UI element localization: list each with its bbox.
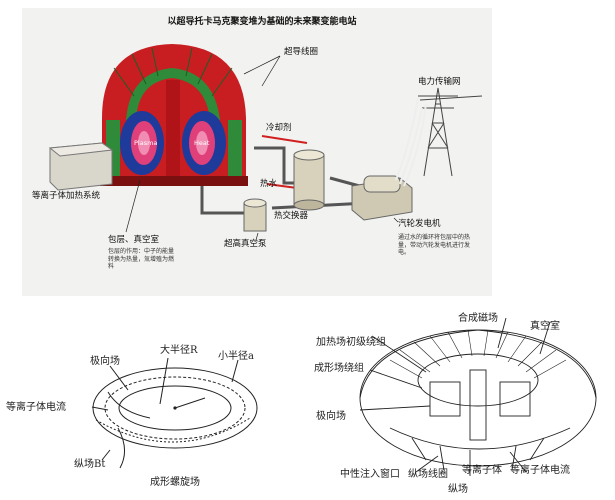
coolant-pipe-red — [261, 135, 308, 144]
sk-toroidal-field-2: 纵场 — [448, 484, 468, 495]
plant-title: 以超导托卡马克聚变堆为基础的未来聚变能电站 — [167, 17, 357, 27]
tokamak-lower-ring — [389, 427, 571, 450]
label-blanket-note: 包层的作用：中子的能量转换为热量，氚增殖为燃料 — [108, 248, 175, 270]
torus-center — [173, 406, 177, 410]
central-column — [469, 369, 487, 441]
poloidal-arc — [107, 391, 151, 419]
sk-shaping-winding: 成形场绕组 — [314, 363, 364, 374]
sk-plasma-current-2: 等离子体电流 — [510, 465, 570, 476]
tokamak-top-ring — [417, 353, 539, 407]
hot-water-pipe-red — [266, 183, 298, 189]
label-turbine-note: 通过水的循环将包层中的热量，带动汽轮发电机进行发电。 — [398, 234, 471, 256]
label-superconducting-coil: 超导线圈 — [284, 47, 319, 57]
coil-block-right — [499, 381, 531, 417]
coil-rib-lines — [113, 47, 233, 97]
sk-minor-radius: 小半径a — [218, 351, 254, 362]
helical-path — [95, 417, 251, 443]
sk-combined-field: 合成磁场 — [458, 313, 498, 324]
sk-toroidal-field: 纵场Bt — [74, 459, 106, 470]
sk-heating-winding: 加热场初级绕组 — [316, 337, 386, 348]
tokamak-outline — [359, 329, 597, 467]
plant-drawing — [48, 44, 483, 241]
toroidal-coils-lines — [389, 329, 567, 379]
tokamak-dome — [359, 329, 597, 399]
label-blanket-vacuum: 包层、真空室 — [108, 235, 160, 245]
sk-plasma: 等离子体 — [462, 465, 502, 476]
support-legs — [411, 437, 545, 471]
label-plasma: Plasma — [134, 139, 158, 147]
torus-outer — [92, 367, 258, 449]
sk-poloidal-field-2: 极向场 — [316, 411, 346, 422]
torus-mid-dashed — [104, 376, 246, 440]
power-cables — [395, 97, 427, 187]
sk-plasma-current: 等离子体电流 — [6, 402, 66, 413]
reactor-base — [100, 176, 248, 186]
label-ultra-vacuum-pump: 超高真空泵 — [224, 239, 267, 249]
radius-line — [174, 397, 206, 409]
sk-vacuum-chamber: 真空室 — [530, 321, 560, 332]
fusion-plant-illustration: 以超导托卡马克聚变堆为基础的未来聚变能电站 — [22, 8, 492, 296]
torus-inner — [118, 385, 232, 431]
label-heat-exchanger: 热交换器 — [274, 211, 309, 221]
power-pylon — [418, 87, 483, 177]
sk-poloidal-field: 极向场 — [90, 356, 120, 367]
label-coolant: 冷却剂 — [266, 123, 292, 133]
label-power-grid: 电力传输网 — [418, 77, 461, 87]
sk-major-radius: 大半径R — [160, 345, 198, 356]
label-hot-water: 热水 — [260, 179, 278, 189]
label-plasma-heating: 等离子体加热系统 — [32, 191, 101, 201]
sk-neutral-injection: 中性注入窗口 — [340, 469, 400, 480]
label-heat: Heat — [194, 139, 210, 147]
torus-sketch — [91, 357, 258, 469]
superconducting-coil-ribs — [106, 68, 242, 178]
label-turbine: 汽轮发电机 — [398, 219, 441, 229]
coil-block-left — [429, 381, 461, 417]
tokamak-sketch — [359, 317, 597, 476]
heat-exchanger — [293, 154, 325, 206]
helical-leader — [117, 427, 125, 469]
sk-toroidal-coil: 纵场线圈 — [408, 469, 448, 480]
leader-lines — [125, 55, 399, 241]
central-solenoid — [166, 80, 180, 180]
sk-helical-field: 成形螺旋场 — [150, 477, 200, 488]
